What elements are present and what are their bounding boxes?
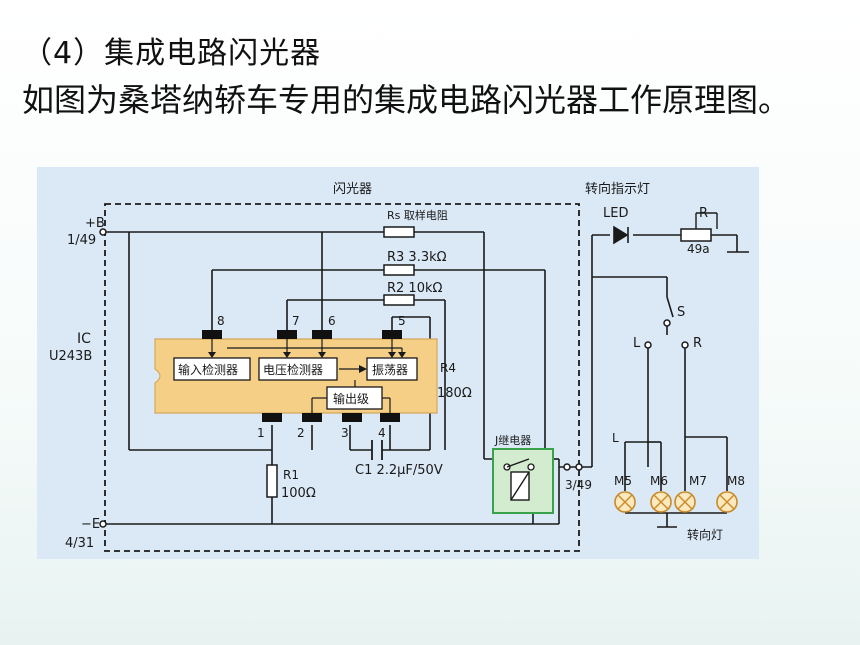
turn-indicator-label: 转向指示灯 — [585, 181, 650, 197]
pin5-label: 5 — [398, 314, 406, 328]
pin2-label: 2 — [297, 426, 305, 440]
block-input-label: 输入检测器 — [178, 362, 238, 377]
pin4-label: 4 — [378, 426, 386, 440]
ic-pin-7 — [277, 330, 297, 339]
ic-chip — [154, 338, 438, 414]
ic-pin-4 — [380, 413, 400, 422]
relay-j — [492, 448, 554, 514]
pin8-label: 8 — [217, 314, 225, 328]
circuit-svg: 闪光器 转向指示灯 +B 1/49 IC U243B −E 4/31 Rs 取样… — [49, 181, 749, 552]
flasher-circuit-diagram: 闪光器 转向指示灯 +B 1/49 IC U243B −E 4/31 Rs 取样… — [37, 167, 759, 559]
m7-label: M7 — [689, 474, 707, 488]
r3-resistor — [383, 264, 415, 276]
ic-label: IC — [77, 331, 91, 347]
block-voltage-label: 电压检测器 — [263, 362, 323, 377]
m6-label: M6 — [650, 474, 668, 488]
lamp-l-label: L — [612, 431, 619, 445]
ic-pin-5 — [382, 330, 402, 339]
r-label: R — [699, 206, 708, 221]
block-voltage-detector — [258, 357, 338, 381]
switch-lever — [666, 296, 674, 318]
led-diode — [613, 225, 629, 245]
led-label: LED — [603, 206, 628, 221]
c1-label: C1 2.2μF/50V — [355, 463, 443, 478]
minus-e-label: −E — [81, 517, 100, 532]
flasher-label: 闪光器 — [333, 182, 372, 197]
m5-label: M5 — [614, 474, 632, 488]
minus-e-pin-label: 4/31 — [65, 536, 94, 551]
r-pin-label: 49a — [687, 242, 710, 256]
pin7-label: 7 — [292, 314, 300, 328]
minus-e-terminal — [99, 520, 107, 528]
ic-pin-3 — [342, 413, 362, 422]
ic-pin-8 — [202, 330, 222, 339]
r1-resistor — [266, 464, 278, 498]
r4-name: R4 — [440, 361, 456, 375]
bplus-terminal — [99, 228, 107, 236]
r4-value: 180Ω — [437, 386, 472, 401]
relay-pin-label: 3/49 — [565, 478, 592, 492]
block-output-label: 输出级 — [333, 391, 369, 406]
pin3-label: 3 — [341, 426, 349, 440]
pin1-label: 1 — [257, 426, 265, 440]
r2-resistor — [383, 294, 415, 306]
r2-label: R2 10kΩ — [387, 281, 443, 296]
rs-label: Rs 取样电阻 — [387, 208, 448, 222]
ic-pin-2 — [302, 413, 322, 422]
rs-resistor — [383, 226, 415, 238]
pin6-label: 6 — [328, 314, 336, 328]
r1-name: R1 — [283, 468, 299, 482]
r1-value: 100Ω — [281, 486, 316, 501]
block-osc-label: 振荡器 — [372, 363, 408, 377]
bplus-pin-label: 1/49 — [67, 233, 96, 248]
intro-text: 如图为桑塔纳轿车专用的集成电路闪光器工作原理图。 — [22, 81, 791, 119]
ic-pin-6 — [312, 330, 332, 339]
right-label: R — [693, 336, 702, 351]
r3-label: R3 3.3kΩ — [387, 250, 447, 265]
turn-lights-label: 转向灯 — [687, 527, 723, 542]
c1-capacitor — [371, 440, 383, 460]
r-resistor — [680, 228, 712, 242]
bplus-label: +B — [85, 216, 105, 231]
m8-label: M8 — [727, 474, 745, 488]
left-label: L — [633, 336, 641, 351]
slide-heading: （4）集成电路闪光器 — [22, 36, 322, 71]
switch-label: S — [677, 305, 685, 320]
relay-label: J继电器 — [494, 434, 531, 447]
ic-pin-1 — [262, 413, 282, 422]
ic-model-label: U243B — [49, 349, 92, 364]
